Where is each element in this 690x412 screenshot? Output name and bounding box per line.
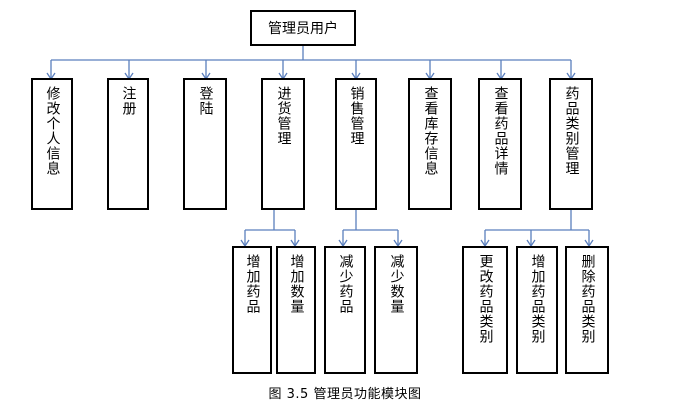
- root-node-admin: 管理员用户: [250, 10, 356, 46]
- submodule-reduce-quantity: 减少数量: [374, 246, 418, 374]
- submodule-label: 增加药品类别: [529, 254, 546, 344]
- figure-caption: 图 3.5 管理员功能模块图: [268, 387, 422, 402]
- submodule-label: 减少数量: [388, 254, 405, 314]
- submodule-label: 减少药品: [337, 254, 354, 314]
- submodule-change-drug-category: 更改药品类别: [462, 246, 508, 374]
- module-purchase-management: 进货管理: [261, 78, 305, 210]
- submodule-label: 更改药品类别: [477, 254, 494, 344]
- submodule-label: 增加药品: [244, 254, 261, 314]
- module-label: 进货管理: [275, 86, 292, 146]
- module-label: 药品类别管理: [563, 86, 580, 176]
- submodule-add-quantity: 增加数量: [276, 246, 316, 374]
- module-login: 登陆: [183, 78, 227, 210]
- module-drug-category-management: 药品类别管理: [549, 78, 593, 210]
- module-view-drug-details: 查看药品详情: [478, 78, 522, 210]
- module-label: 注册: [120, 86, 137, 116]
- submodule-delete-drug-category: 删除药品类别: [565, 246, 609, 374]
- module-label: 查看库存信息: [422, 86, 439, 176]
- module-register: 注册: [107, 78, 149, 210]
- module-label: 销售管理: [348, 86, 365, 146]
- module-edit-personal-info: 修改个人信息: [31, 78, 73, 210]
- module-view-stock-info: 查看库存信息: [408, 78, 452, 210]
- module-label: 修改个人信息: [44, 86, 61, 176]
- submodule-add-drug-category: 增加药品类别: [516, 246, 558, 374]
- submodule-label: 删除药品类别: [579, 254, 596, 344]
- submodule-reduce-drug: 减少药品: [324, 246, 366, 374]
- submodule-add-drug: 增加药品: [232, 246, 272, 374]
- submodule-label: 增加数量: [288, 254, 305, 314]
- module-sales-management: 销售管理: [335, 78, 377, 210]
- module-label: 查看药品详情: [492, 86, 509, 176]
- module-label: 登陆: [197, 86, 214, 116]
- root-label: 管理员用户: [268, 21, 338, 37]
